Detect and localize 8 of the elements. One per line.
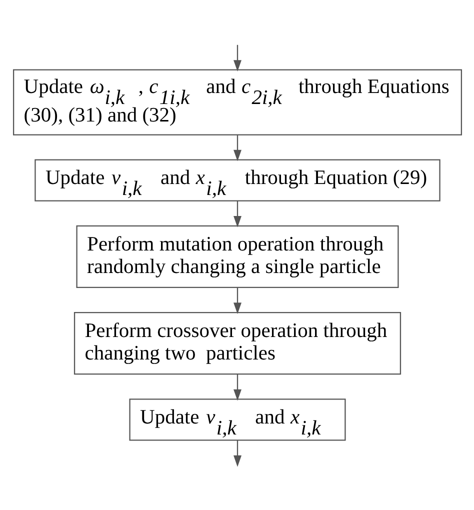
arrow <box>233 44 241 72</box>
arrow <box>233 135 241 162</box>
arrow <box>233 288 241 314</box>
node-box: Perform crossover operation through changing two particles <box>73 312 401 375</box>
arrow <box>233 374 241 401</box>
node-box: Perform mutation operation through randomly changing a single particle <box>76 225 398 288</box>
arrow <box>233 440 241 467</box>
arrow <box>233 200 241 228</box>
